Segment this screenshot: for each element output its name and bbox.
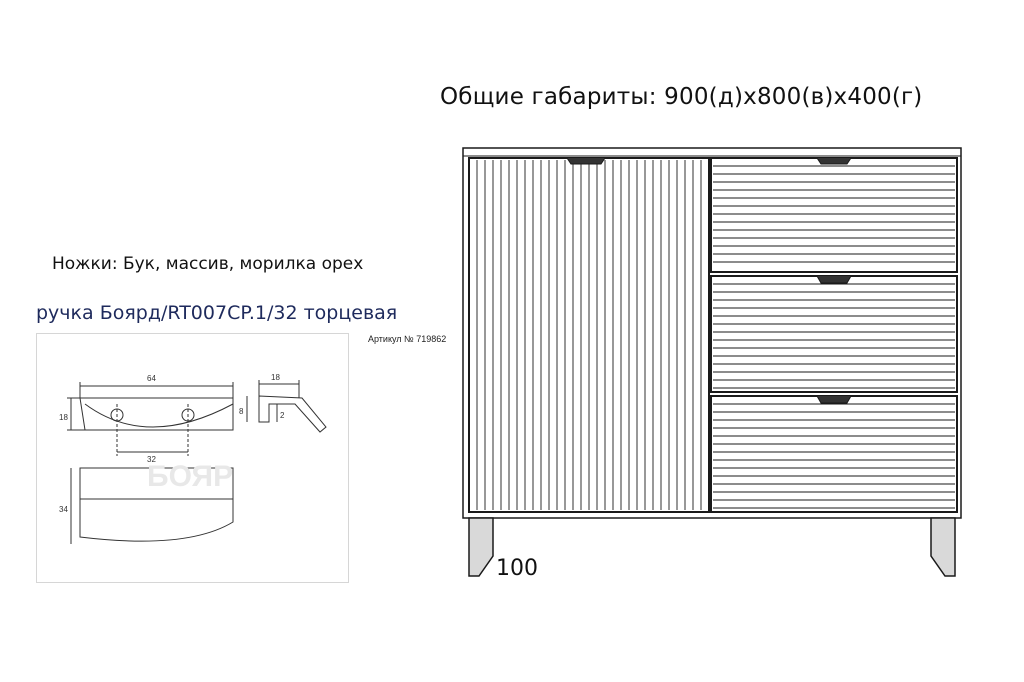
cabinet-body: [462, 147, 962, 519]
drawer-bottom-handle: [816, 395, 852, 404]
drawer-fluted-pattern: [713, 165, 955, 509]
drawer-middle-handle: [816, 275, 852, 284]
drawer-bottom: [710, 395, 958, 513]
handle-drawing-svg: 64 32 18 34 18 8 2 БОЯР: [59, 373, 327, 544]
handle-top-view: [67, 382, 234, 456]
dim-label-spacing: 32: [147, 455, 156, 464]
drawer-top: [710, 157, 958, 273]
leg-right: [930, 517, 956, 577]
overall-dimensions-title: Общие габариты: 900(д)х800(в)х400(г): [440, 84, 923, 110]
handle-front-view: [70, 467, 234, 544]
drawer-top-handle: [816, 157, 852, 165]
dim-label-lip: 2: [280, 411, 285, 420]
handle-profile-outline: [258, 395, 327, 433]
dim-label-profile-height: 8: [239, 407, 244, 416]
door-handle: [566, 157, 606, 165]
handle-model-text: ручка Боярд/RT007CP.1/32 торцевая: [36, 302, 398, 324]
article-number: Артикул № 719862: [368, 334, 447, 344]
dim-label-height: 18: [59, 413, 68, 422]
drawer-middle: [710, 275, 958, 393]
handle-front-outline: [79, 467, 234, 542]
legs-height-label: 100: [496, 556, 538, 581]
watermark-logo: БОЯР: [147, 460, 233, 493]
handle-technical-drawing: 64 32 18 34 18 8 2 БОЯР: [36, 333, 349, 583]
leg-left: [468, 517, 494, 577]
dim-label-width: 64: [147, 374, 156, 383]
handle-top-outline: [79, 397, 234, 431]
handle-profile-view: [246, 380, 327, 433]
cabinet-drawing: [462, 147, 962, 577]
handle-top-curve: [84, 403, 234, 428]
legs-material-text: Ножки: Бук, массив, морилка орех: [52, 254, 364, 274]
dim-label-front-height: 34: [59, 505, 68, 514]
dim-label-profile-width: 18: [271, 373, 280, 382]
door-fluted-pattern: [476, 160, 702, 510]
